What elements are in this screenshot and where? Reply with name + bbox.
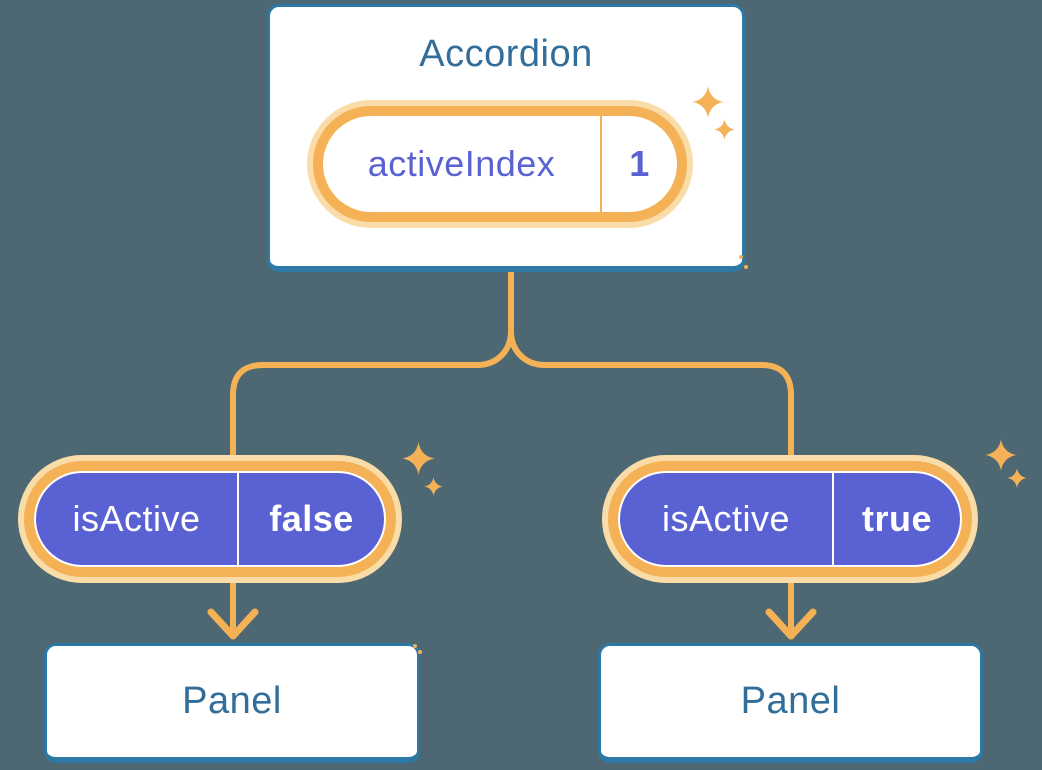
pill-divider	[832, 473, 834, 565]
sparkle-icon	[1007, 468, 1027, 488]
prop-pill-ring: isActive true	[608, 461, 972, 577]
sparkle-icon	[714, 119, 735, 140]
state-value-section: 1	[602, 116, 677, 212]
panel-title: Panel	[182, 680, 282, 722]
prop-value-label: true	[861, 498, 932, 539]
prop-pill-right: isActive true	[602, 455, 978, 583]
sparkle-icon	[985, 439, 1017, 471]
panel-title: Panel	[740, 680, 841, 722]
sparkle-icon	[692, 86, 724, 118]
panel-node-card-left: Panel	[44, 643, 420, 763]
prop-name-section: isActive	[36, 473, 237, 565]
arrow-down-icon	[207, 608, 259, 640]
sparkle-dot	[739, 255, 743, 259]
prop-pill-ring: isActive false	[24, 461, 396, 577]
prop-name-label: isActive	[661, 498, 791, 539]
prop-pill-left: isActive false	[18, 455, 402, 583]
prop-value-section: true	[834, 473, 960, 565]
prop-value-section: false	[239, 473, 384, 565]
sparkle-dot	[744, 265, 748, 269]
prop-value-label: false	[269, 498, 354, 539]
sparkle-dot	[418, 650, 422, 654]
connector-right-branch	[508, 255, 794, 631]
pill-divider	[237, 473, 239, 565]
sparkle-icon	[424, 477, 443, 496]
pill-divider	[600, 116, 602, 212]
sparkle-icon	[402, 442, 435, 475]
prop-pill-body: isActive true	[618, 471, 962, 567]
prop-name-section: isActive	[620, 473, 832, 565]
state-name-section: activeIndex	[323, 116, 600, 212]
connector-left-branch	[230, 255, 514, 631]
state-pill: activeIndex 1	[307, 100, 693, 228]
arrow-down-icon	[765, 608, 817, 640]
panel-node-card-right: Panel	[598, 643, 983, 763]
prop-name-label: isActive	[72, 498, 201, 539]
state-name-label: activeIndex	[367, 143, 556, 184]
prop-pill-body: isActive false	[34, 471, 386, 567]
accordion-title: Accordion	[419, 33, 593, 75]
state-value-label: 1	[629, 143, 650, 184]
state-pill-ring: activeIndex 1	[313, 106, 687, 222]
sparkle-dot	[413, 644, 417, 648]
state-pill-body: activeIndex 1	[323, 116, 677, 212]
